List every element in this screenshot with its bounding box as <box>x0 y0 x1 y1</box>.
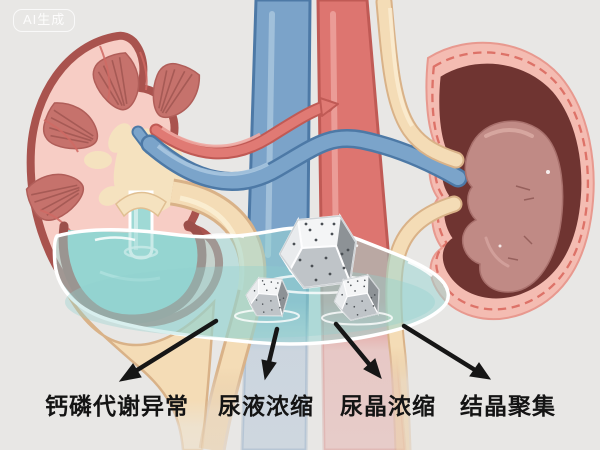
diagram-labels: 钙磷代谢异常 尿液浓缩 尿晶浓缩 结晶聚集 <box>45 393 556 419</box>
annotation-arrows <box>118 318 492 382</box>
label-crystal-aggregation: 结晶聚集 <box>460 393 556 419</box>
arrow-calcium-phosphorus <box>118 318 219 382</box>
arrow-crystal-aggregation <box>401 323 492 380</box>
label-urine-concentration: 尿液浓缩 <box>218 393 314 419</box>
label-calcium-phosphorus-metabolism: 钙磷代谢异常 <box>45 393 189 419</box>
ai-generated-watermark-badge: AI生成 <box>13 9 76 32</box>
renal-vein <box>131 125 468 191</box>
right-kidney-inner-body <box>461 120 564 293</box>
renal-artery <box>149 97 339 160</box>
arrow-crystal-concentration <box>333 321 382 380</box>
arrow-urine-concentration <box>261 326 280 381</box>
ureter-right-upper <box>375 0 465 169</box>
label-crystal-concentration: 尿晶浓缩 <box>340 393 436 419</box>
